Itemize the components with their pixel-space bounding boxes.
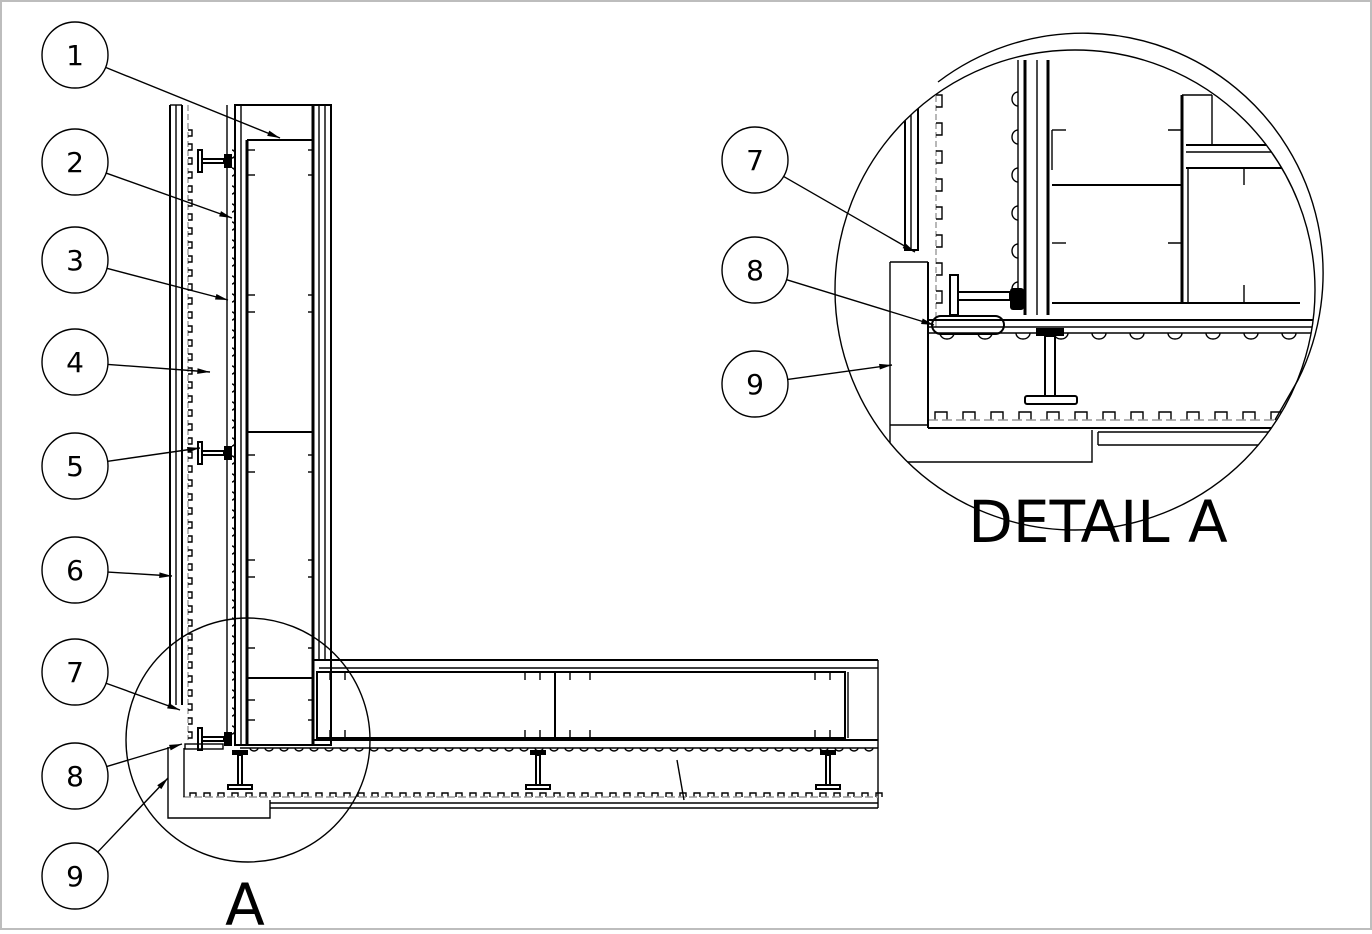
leader-line	[783, 175, 916, 253]
leader-line	[787, 364, 893, 381]
leader-arrow	[879, 363, 892, 370]
balloon-number: 8	[66, 760, 84, 793]
item-balloons: 1 2 3 4 5 6 7 8 9 7 8 9	[41, 21, 935, 910]
balloon-number: 7	[66, 656, 84, 689]
leader-arrow	[902, 243, 915, 252]
leader-line	[105, 682, 181, 711]
leader-arrow	[921, 318, 934, 325]
detail-a-view: DETAIL A	[834, 32, 1324, 556]
balloon-b5: 5	[41, 432, 201, 500]
balloon-circle	[41, 638, 109, 706]
leader-arrow	[167, 703, 180, 710]
balloon-circle	[41, 21, 109, 89]
balloon-d9: 9	[721, 350, 893, 418]
balloon-circle	[721, 236, 789, 304]
balloon-circle	[41, 536, 109, 604]
leader-arrow	[159, 572, 172, 579]
balloon-circle	[41, 328, 109, 396]
leader-arrow	[197, 368, 210, 374]
leader-line	[107, 447, 201, 462]
leader-line	[106, 267, 229, 301]
leader-line	[97, 777, 169, 853]
balloon-circle	[41, 842, 109, 910]
balloon-b2: 2	[41, 128, 233, 219]
balloon-d7: 7	[721, 126, 916, 253]
leader-line	[106, 743, 183, 768]
balloon-circle	[41, 432, 109, 500]
balloon-b9: 9	[41, 777, 169, 910]
leader-arrow	[169, 744, 182, 751]
balloon-number: 4	[66, 346, 84, 379]
leader-arrow	[157, 778, 168, 790]
balloon-number: 6	[66, 554, 84, 587]
view-label: A	[225, 871, 265, 930]
balloon-circle	[41, 128, 109, 196]
detail-a-circle	[125, 617, 371, 863]
leader-arrow	[219, 211, 232, 218]
balloon-d8: 8	[721, 236, 935, 326]
balloon-circle	[41, 742, 109, 810]
balloon-circle	[721, 126, 789, 194]
leader-arrow	[267, 130, 280, 138]
balloon-b1: 1	[41, 21, 281, 139]
balloon-b4: 4	[41, 328, 211, 396]
leader-line	[786, 279, 935, 326]
leader-line	[105, 172, 233, 219]
balloon-number: 9	[746, 368, 764, 401]
balloon-number: 2	[66, 146, 84, 179]
balloon-number: 5	[66, 450, 84, 483]
balloon-circle	[721, 350, 789, 418]
balloon-number: 7	[746, 144, 764, 177]
main-section-view	[167, 104, 883, 819]
balloon-b8: 8	[41, 742, 183, 810]
balloon-number: 1	[66, 39, 84, 72]
balloon-circle	[41, 226, 109, 294]
balloon-number: 9	[66, 860, 84, 893]
balloon-b3: 3	[41, 226, 229, 301]
leader-line	[107, 363, 211, 373]
balloon-b6: 6	[41, 536, 173, 604]
balloon-number: 8	[746, 254, 764, 287]
balloon-b7: 7	[41, 638, 181, 711]
balloon-number: 3	[66, 244, 84, 277]
leader-arrow	[215, 294, 228, 300]
leader-arrow	[187, 447, 200, 453]
detail-title: DETAIL A	[968, 488, 1228, 556]
leader-line	[105, 66, 281, 139]
